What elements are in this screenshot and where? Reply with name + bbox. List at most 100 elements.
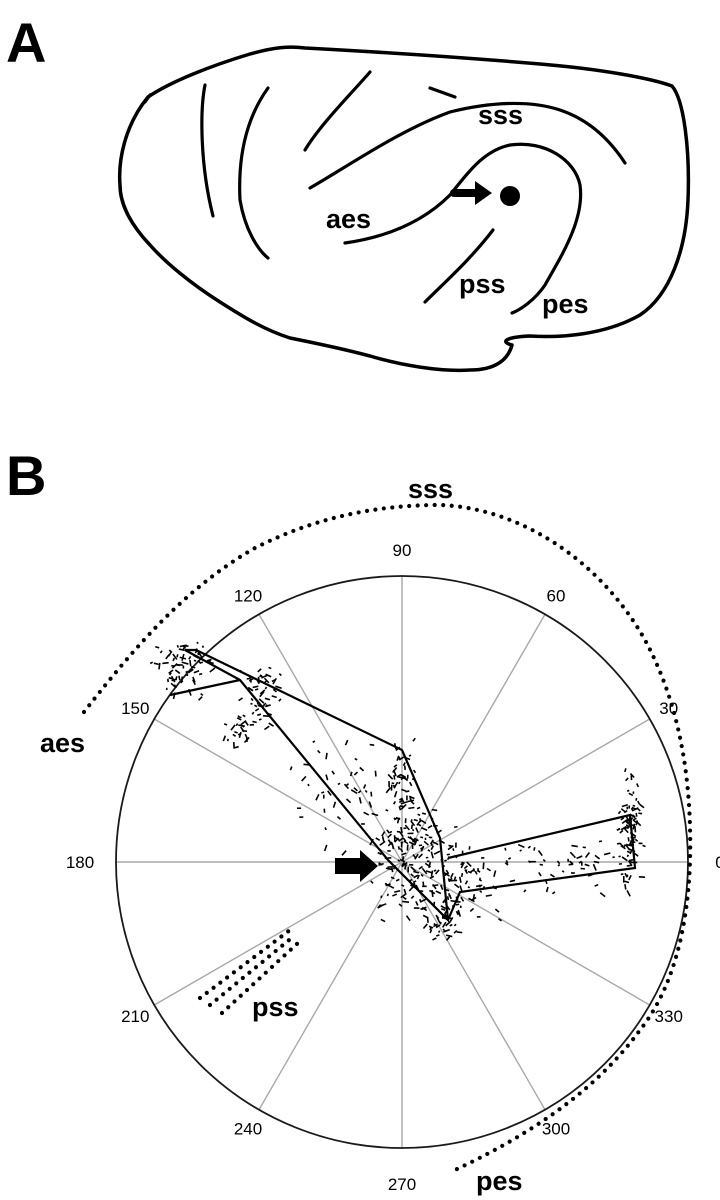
track-segment [403, 840, 409, 845]
track-segment [199, 661, 204, 664]
track-segment [624, 768, 627, 773]
track-segment [542, 859, 546, 862]
track-segment [436, 934, 440, 937]
track-segment [413, 837, 419, 842]
track-segment [358, 797, 362, 804]
track-segment [254, 708, 260, 712]
track-segment [387, 884, 395, 889]
track-segment [628, 874, 632, 881]
angle-label-270: 270 [388, 1175, 416, 1194]
track-segment [264, 686, 268, 690]
label-pes-a: pes [542, 289, 589, 319]
track-segment [422, 914, 429, 919]
angle-label-330: 330 [655, 1007, 683, 1026]
track-segment [344, 739, 349, 746]
track-segment [578, 860, 583, 864]
track-segment [621, 819, 628, 825]
track-segment [463, 865, 469, 870]
track-segment [402, 900, 410, 903]
track-segment [168, 676, 173, 680]
track-segment [271, 695, 277, 699]
track-segment [584, 863, 590, 867]
track-segment [460, 896, 465, 902]
track-segment [418, 823, 422, 827]
polar-angle-labels: 0306090120150180210240270300330 [66, 541, 720, 1194]
track-segment [479, 890, 483, 894]
track-segment [149, 661, 154, 665]
dotted-pss-3 [219, 940, 301, 1016]
track-segment [400, 893, 406, 899]
track-segment [624, 872, 628, 878]
track-segment [394, 889, 401, 893]
track-segment [389, 830, 393, 834]
track-segment [429, 927, 433, 931]
dotted-pss-2 [207, 933, 297, 1008]
track-segment [482, 862, 485, 870]
track-segment [454, 825, 458, 829]
label-pes-b: pes [476, 1166, 523, 1196]
track-segment [569, 860, 574, 865]
track-segment [398, 799, 403, 804]
track-segment [446, 853, 451, 856]
track-segment [392, 767, 398, 773]
track-segment [193, 670, 200, 674]
track-segment [272, 688, 277, 693]
track-segment [370, 880, 374, 884]
track-segment [350, 789, 358, 795]
track-segment [393, 775, 396, 780]
track-segment [368, 801, 373, 808]
track-segment [420, 873, 424, 877]
track-segment [618, 855, 621, 858]
polar-spoke [401, 718, 651, 863]
track-segment [623, 809, 628, 814]
track-segment [385, 883, 391, 887]
track-segment [265, 673, 272, 678]
track-segment [250, 697, 254, 702]
track-segment [407, 799, 415, 803]
track-segment [395, 878, 400, 882]
track-segment [380, 918, 386, 923]
track-segment [399, 847, 404, 853]
track-segment [457, 909, 462, 917]
track-segment [421, 867, 428, 875]
track-segment [254, 704, 258, 708]
angle-label-240: 240 [234, 1120, 262, 1139]
track-segment [449, 923, 453, 927]
track-segment [621, 803, 628, 808]
track-segment [432, 884, 439, 887]
track-segment [392, 769, 397, 777]
track-segment [626, 850, 631, 854]
track-segment [603, 852, 611, 856]
polar-spoke [258, 861, 403, 1111]
track-segment [617, 810, 622, 815]
track-segment [549, 873, 555, 878]
track-segment [180, 680, 184, 684]
track-segment [438, 930, 441, 933]
track-segment [182, 645, 187, 649]
track-segment [237, 715, 241, 718]
track-segment [629, 773, 635, 778]
track-segment [400, 797, 405, 803]
track-segment [349, 771, 353, 777]
track-segment [561, 870, 565, 873]
track-segment [485, 894, 492, 897]
track-segment [242, 714, 246, 718]
track-segment [312, 740, 316, 744]
track-segment [165, 654, 170, 660]
track-segment [633, 852, 639, 857]
track-segment [430, 851, 434, 859]
track-segment [259, 691, 265, 698]
brain-outline [117, 45, 691, 373]
track-segment [472, 868, 476, 872]
track-segment [381, 836, 385, 842]
sulcus-sss [308, 101, 627, 190]
track-segment [638, 803, 645, 809]
track-segment [435, 924, 441, 929]
track-segment [594, 883, 599, 887]
track-segment [412, 737, 416, 742]
track-segment [459, 885, 463, 892]
angle-label-210: 210 [121, 1007, 149, 1026]
track-segment [432, 841, 439, 846]
track-segment [635, 797, 638, 801]
